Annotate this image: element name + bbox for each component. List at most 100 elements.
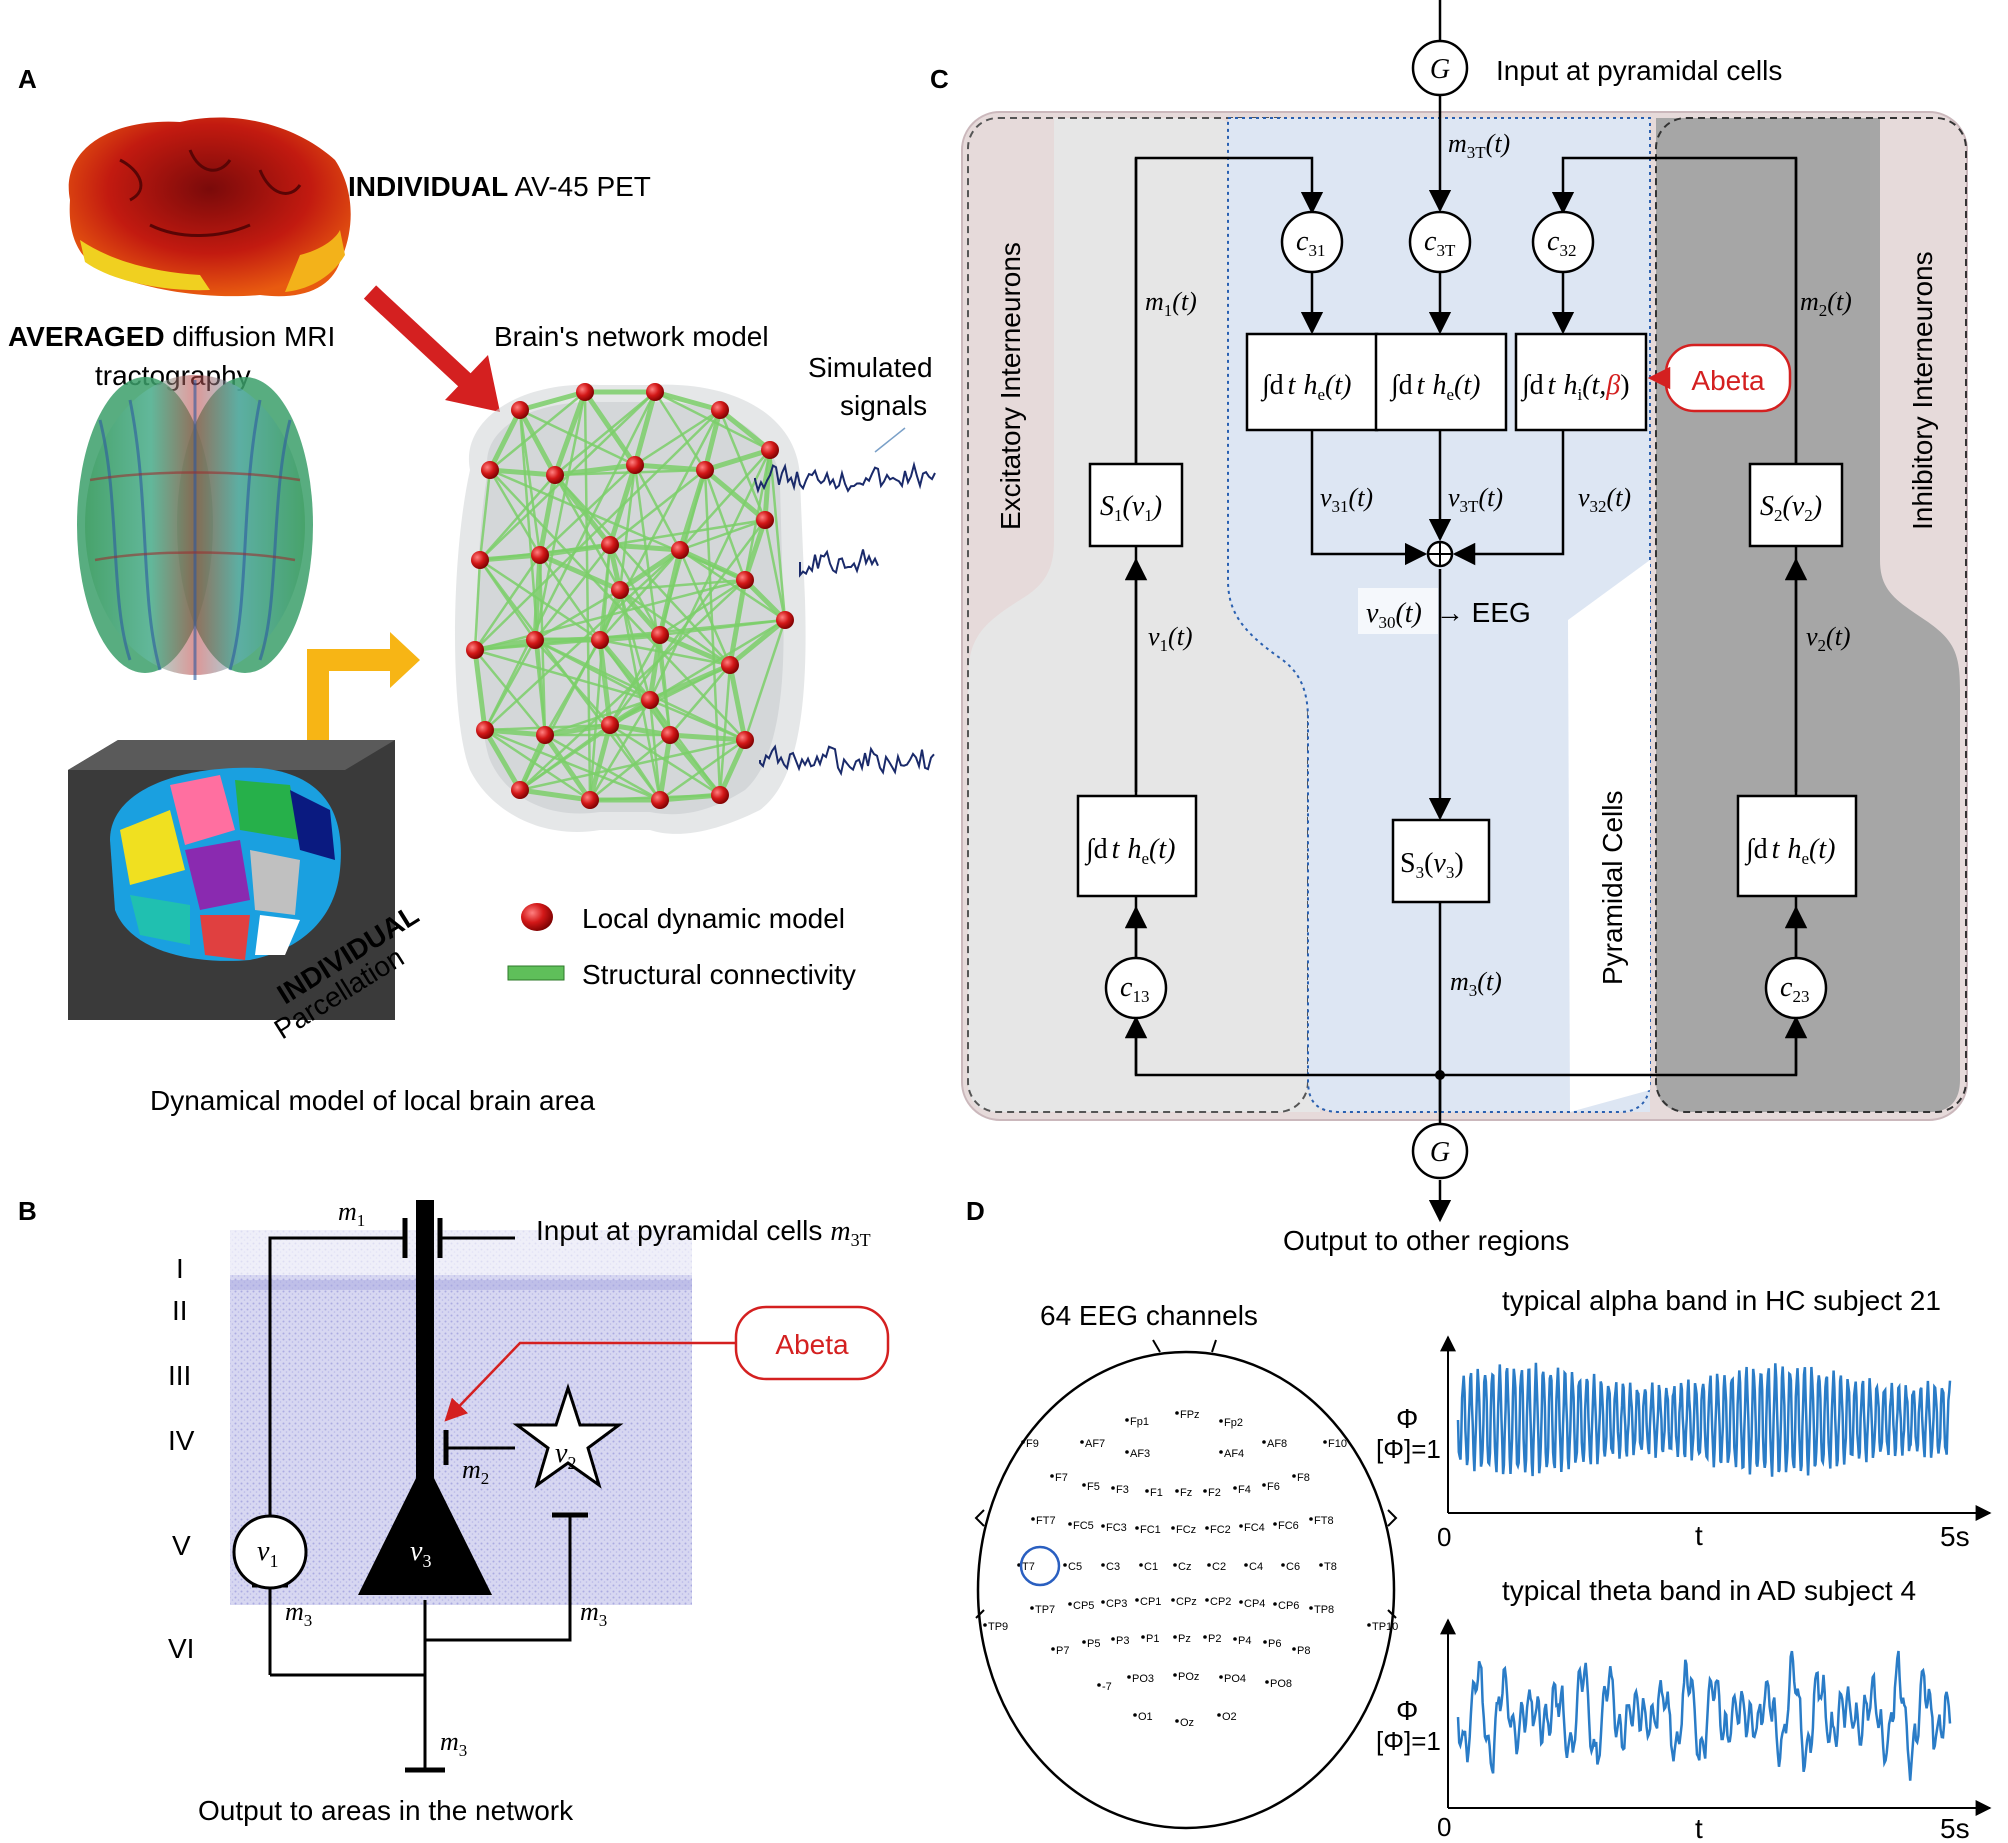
- alpha-x-end: 5s: [1940, 1521, 1970, 1552]
- eeg-channel-label: Fp2: [1224, 1417, 1243, 1429]
- alpha-y-symbol: Φ: [1396, 1403, 1418, 1434]
- simulated-signal-trace: [759, 744, 935, 777]
- eeg-channel-label: C2: [1212, 1561, 1226, 1573]
- network-edge: [474, 649, 546, 736]
- network-node: [601, 716, 619, 734]
- eeg-channel-label: -7: [1102, 1681, 1112, 1693]
- network-edge: [539, 542, 611, 558]
- network-edge: [609, 542, 681, 553]
- network-edge: [533, 639, 547, 736]
- network-edge: [743, 578, 787, 622]
- panel-label-a: A: [18, 64, 37, 94]
- network-edge: [484, 728, 591, 802]
- eeg-channel-label: F8: [1297, 1472, 1310, 1484]
- parcellation-image: [68, 740, 395, 1020]
- network-edge: [554, 474, 731, 666]
- network-node: [651, 791, 669, 809]
- eeg-channel-dot: [1273, 1522, 1277, 1526]
- network-edge: [659, 792, 721, 803]
- eeg-channel-dot: [1101, 1600, 1105, 1604]
- network-edge: [589, 734, 671, 801]
- network-node: [531, 546, 549, 564]
- c-abeta-label: Abeta: [1691, 365, 1765, 396]
- network-node: [471, 551, 489, 569]
- network-edge: [598, 638, 652, 702]
- eeg-channel-dot: [1203, 1489, 1207, 1493]
- theta-x-label: t: [1695, 1813, 1703, 1843]
- eeg-channel-dot: [1319, 1563, 1323, 1567]
- network-edge: [519, 787, 591, 803]
- network-edge: [534, 639, 611, 726]
- network-edge: [718, 664, 732, 796]
- eeg-channel-dot: [1135, 1598, 1139, 1602]
- eeg-channel-label: CP3: [1106, 1598, 1127, 1610]
- layer-label-3: III: [168, 1360, 191, 1391]
- network-node: [476, 721, 494, 739]
- theta-y-unit: [Φ]=1: [1376, 1726, 1441, 1756]
- network-edge: [472, 649, 488, 731]
- network-edge: [609, 469, 706, 546]
- alpha-x-start: 0: [1437, 1522, 1451, 1552]
- network-edge: [703, 469, 722, 796]
- eeg-channel-dot: [1292, 1474, 1296, 1478]
- eeg-channel-label: Fp1: [1130, 1416, 1149, 1428]
- network-edge: [487, 408, 523, 472]
- pyramidal-cell-v3: [358, 1460, 492, 1595]
- eeg-channel-dot: [1273, 1602, 1277, 1606]
- alpha-y-unit: [Φ]=1: [1376, 1434, 1441, 1464]
- network-node: [581, 791, 599, 809]
- network-edge: [489, 391, 586, 471]
- network-edge: [634, 408, 721, 467]
- network-node: [611, 581, 629, 599]
- network-edge: [473, 559, 482, 651]
- v3T-label: v3T(t): [1448, 483, 1503, 516]
- c-input-label: Input at pyramidal cells: [1496, 55, 1782, 86]
- simulated-signal-traces: [754, 460, 936, 777]
- network-edge: [544, 698, 651, 737]
- eeg-channel-label: F6: [1267, 1481, 1280, 1493]
- pet-brain-image: [68, 117, 351, 297]
- eeg-channel-label: FC1: [1140, 1524, 1161, 1536]
- eeg-channel-label: T8: [1324, 1561, 1337, 1573]
- eeg-channel-label: T7: [1022, 1561, 1035, 1573]
- excitatory-label: Excitatory Interneurons: [995, 242, 1026, 530]
- network-edge: [648, 699, 662, 801]
- legend-node-label: Local dynamic model: [582, 903, 845, 934]
- network-node: [511, 781, 529, 799]
- eeg-channel-label: P7: [1056, 1645, 1069, 1657]
- network-edge: [587, 724, 613, 801]
- network-node: [511, 401, 529, 419]
- network-edge: [597, 639, 613, 726]
- svg-text:c3T: c3T: [1424, 226, 1456, 260]
- network-edge: [517, 733, 548, 792]
- s1-box: S1(v1): [1088, 462, 1184, 548]
- network-node: [776, 611, 794, 629]
- eeg-channel-dot: [1082, 1640, 1086, 1644]
- g-output-node: [1411, 1122, 1469, 1180]
- eeg-channel-label: F4: [1238, 1484, 1251, 1496]
- network-node: [736, 731, 754, 749]
- network-node: [736, 571, 754, 589]
- network-edge: [478, 469, 492, 561]
- eeg-channel-label: TP7: [1035, 1604, 1055, 1616]
- eeg-channel-label: F3: [1116, 1484, 1129, 1496]
- eeg-channel-dot: [1141, 1635, 1145, 1639]
- eeg-channel-label: F9: [1026, 1438, 1039, 1450]
- panel-c: C Excitatory Interneurons Inhibitory Int…: [930, 0, 1968, 1256]
- network-edge: [632, 391, 658, 466]
- network-edge: [768, 449, 787, 621]
- eeg-channel-dot: [1244, 1563, 1248, 1567]
- c32-node: c32: [1531, 210, 1595, 274]
- eeg-channel-label: FCz: [1176, 1524, 1196, 1536]
- network-edge: [763, 519, 787, 621]
- eeg-channel-label: PO8: [1270, 1678, 1292, 1690]
- eeg-channel-label: F1: [1150, 1487, 1163, 1499]
- network-node: [591, 631, 609, 649]
- network-edge: [679, 518, 766, 552]
